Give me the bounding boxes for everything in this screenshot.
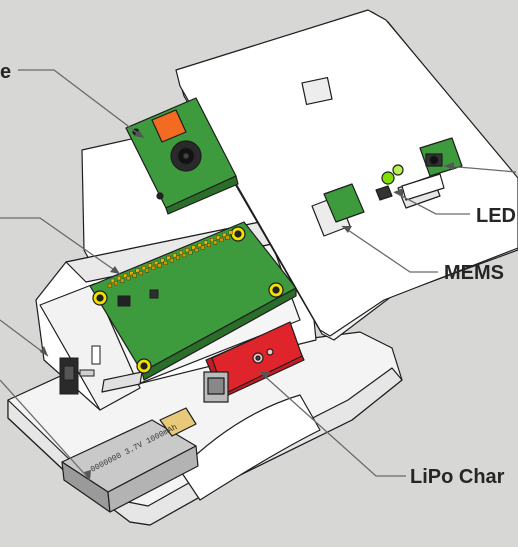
gpio-pin xyxy=(166,255,171,260)
gpio-pin xyxy=(191,245,196,250)
gpio-pin xyxy=(163,260,168,265)
gpio-pin xyxy=(216,235,221,240)
lipo-charger-label: LiPo Char xyxy=(410,466,505,488)
gpio-pin xyxy=(206,242,211,247)
led-label: LED xyxy=(476,205,516,227)
gpio-pin xyxy=(185,248,190,253)
raspberry-pi-board xyxy=(89,221,297,381)
front-panel xyxy=(175,9,518,341)
lipo-charger-board xyxy=(203,321,305,403)
gpio-pin xyxy=(178,250,183,255)
pi-chip xyxy=(117,289,159,307)
gpio-pin xyxy=(197,243,202,248)
gpio-header xyxy=(107,230,233,288)
gpio-pin xyxy=(228,230,233,235)
gpio-pin xyxy=(222,232,227,237)
gpio-pin xyxy=(203,240,208,245)
gpio-pin xyxy=(135,268,140,273)
gpio-pin xyxy=(147,263,152,268)
gpio-pin xyxy=(213,240,218,245)
gpio-pin xyxy=(129,271,134,276)
gpio-pin xyxy=(132,273,137,278)
gpio-pin xyxy=(182,253,187,258)
gpio-pin xyxy=(154,260,159,265)
gpio-pin xyxy=(151,265,156,270)
gpio-pin xyxy=(144,268,149,273)
mems-label: MEMS xyxy=(444,262,504,284)
gpio-pin xyxy=(169,258,174,263)
gpio-pin xyxy=(110,278,115,283)
camera-module xyxy=(125,97,239,215)
gpio-pin xyxy=(172,253,177,258)
gpio-pin xyxy=(138,271,143,276)
gpio-pin xyxy=(120,278,125,283)
gpio-pin xyxy=(107,283,112,288)
gpio-pin xyxy=(188,250,193,255)
gpio-pin xyxy=(194,248,199,253)
slide-switch xyxy=(59,345,101,395)
gpio-pin xyxy=(113,281,118,286)
gpio-pin xyxy=(157,263,162,268)
gpio-pin xyxy=(200,245,205,250)
gpio-pin xyxy=(219,237,224,242)
leader-lines xyxy=(0,69,517,481)
camera-label: e xyxy=(0,61,12,83)
gpio-pin xyxy=(160,258,165,263)
gpio-pin xyxy=(116,276,121,281)
gpio-pin xyxy=(225,235,230,240)
leader-arrowheads xyxy=(40,130,454,480)
gpio-pin xyxy=(141,266,146,271)
gpio-pin xyxy=(175,255,180,260)
gpio-pin xyxy=(209,237,214,242)
gpio-pin xyxy=(126,276,131,281)
gpio-pin xyxy=(123,273,128,278)
